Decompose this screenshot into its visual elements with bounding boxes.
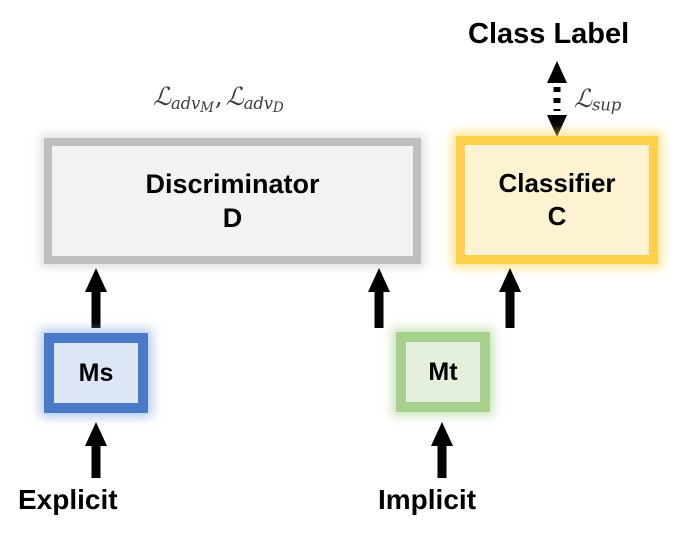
node-ms[interactable]: Ms bbox=[44, 333, 148, 413]
arrow-implicit-to-mt bbox=[429, 422, 455, 478]
script-l-icon: ℒ bbox=[153, 82, 172, 111]
supervised-loss-label: ℒsup bbox=[574, 84, 621, 115]
class-label-text: Class Label bbox=[468, 18, 630, 50]
node-mt[interactable]: Mt bbox=[396, 332, 490, 412]
arrow-ms-to-discriminator bbox=[83, 268, 109, 328]
script-l-icon: ℒ bbox=[574, 84, 593, 113]
arrow-classifier-to-class-label bbox=[541, 60, 573, 138]
node-classifier[interactable]: Classifier C bbox=[456, 136, 658, 264]
node-discriminator[interactable]: Discriminator D bbox=[44, 138, 421, 264]
arrow-mt-to-discriminator bbox=[366, 268, 392, 328]
node-discriminator-symbol: D bbox=[222, 203, 243, 233]
node-classifier-symbol: C bbox=[547, 201, 567, 231]
script-l-icon: ℒ bbox=[225, 82, 244, 111]
node-ms-label: Ms bbox=[78, 359, 114, 387]
implicit-label: Implicit bbox=[378, 484, 477, 515]
adv-m-subscript: advM bbox=[171, 93, 214, 116]
explicit-label: Explicit bbox=[18, 484, 118, 515]
arrow-mt-to-classifier bbox=[497, 268, 523, 328]
node-discriminator-title: Discriminator bbox=[145, 168, 320, 199]
sup-subscript: sup bbox=[592, 95, 622, 115]
adversarial-loss-label: ℒadvM,ℒadvD bbox=[153, 82, 284, 116]
node-mt-label: Mt bbox=[428, 358, 458, 386]
math-separator: , bbox=[214, 82, 223, 111]
arrow-explicit-to-ms bbox=[83, 422, 109, 478]
node-classifier-title: Classifier bbox=[498, 167, 616, 198]
adv-d-subscript: advD bbox=[243, 93, 284, 116]
